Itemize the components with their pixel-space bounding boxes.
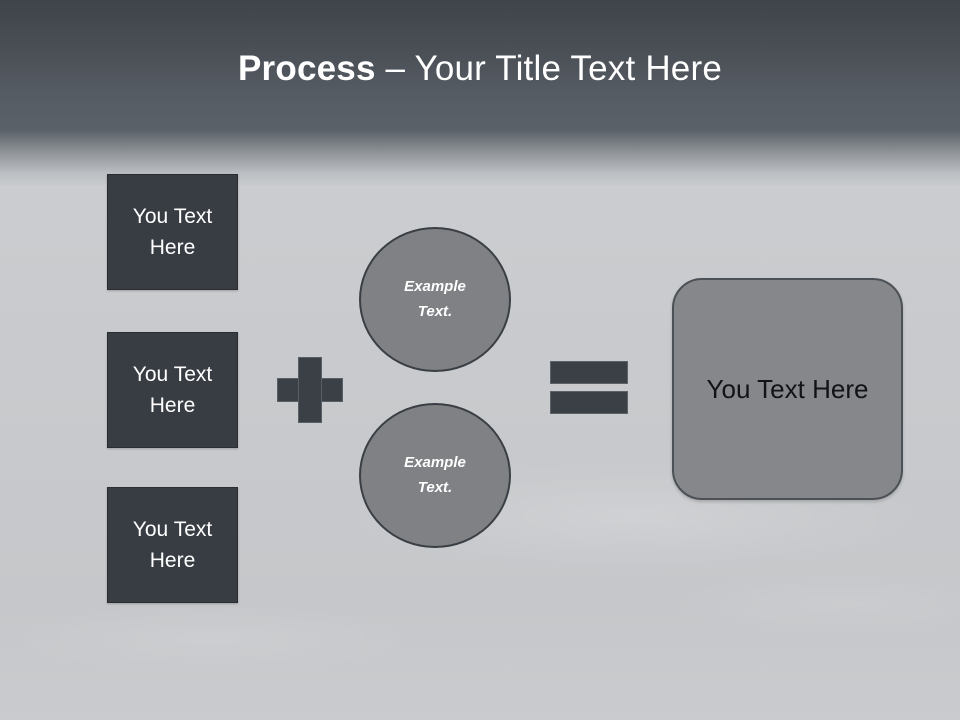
input-box-2[interactable]: You Text Here (107, 332, 238, 448)
equals-icon-top-bar (550, 361, 628, 384)
example-circle-1[interactable]: Example Text. (359, 227, 511, 372)
page-title-strong: Process (238, 49, 376, 88)
input-box-1-label: You Text Here (132, 204, 213, 259)
example-circle-2[interactable]: Example Text. (359, 403, 511, 548)
input-box-1[interactable]: You Text Here (107, 174, 238, 290)
input-box-2-label: You Text Here (132, 362, 213, 417)
page-title-rest: – Your Title Text Here (375, 49, 722, 88)
plus-icon-center-patch (299, 379, 321, 401)
equals-icon (550, 361, 628, 415)
example-circle-1-line2: Text. (417, 302, 453, 320)
input-box-3[interactable]: You Text Here (107, 487, 238, 603)
example-circle-2-line1: Example (404, 454, 466, 472)
example-circle-1-line1: Example (404, 278, 466, 296)
title-banner (0, 0, 960, 132)
equals-icon-bottom-bar (550, 391, 628, 414)
page-title: Process – Your Title Text Here (0, 49, 960, 89)
plus-icon (277, 357, 343, 423)
result-box-label: You Text Here (706, 373, 869, 404)
result-box[interactable]: You Text Here (672, 278, 903, 500)
input-box-3-label: You Text Here (132, 517, 213, 572)
example-circle-2-line2: Text. (417, 478, 453, 496)
